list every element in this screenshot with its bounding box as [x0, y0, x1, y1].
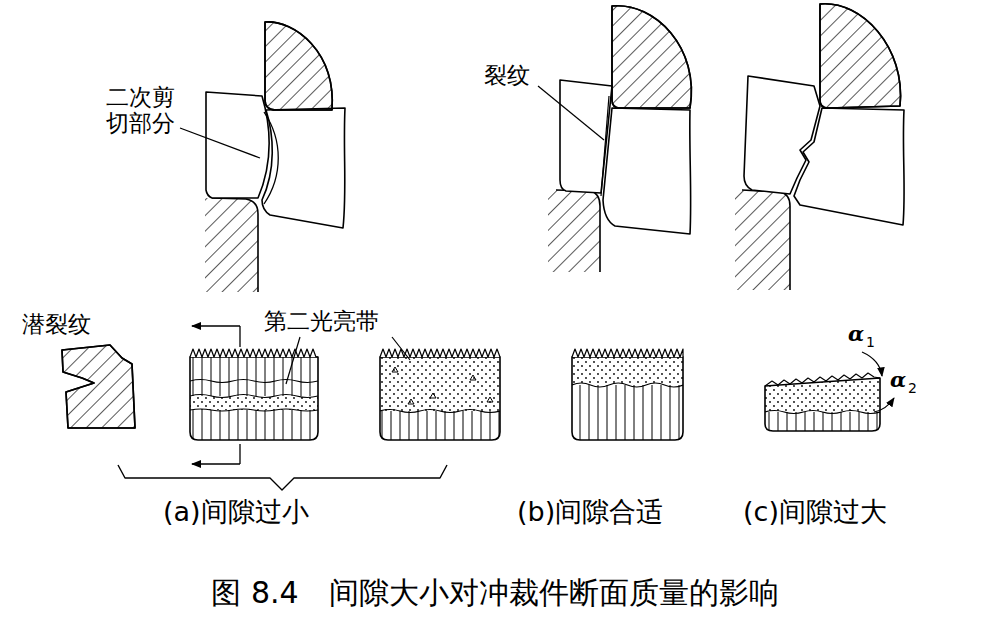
surface-band — [572, 357, 683, 385]
part-label: 潜裂纹 — [22, 311, 91, 337]
fracture-section — [380, 349, 500, 440]
section-arrow — [192, 463, 240, 464]
angle-arc — [874, 398, 894, 412]
profile — [62, 345, 135, 428]
fracture-mark — [470, 375, 476, 380]
crack — [601, 96, 609, 196]
subfigure-label: (a)间隙过小 — [163, 496, 309, 527]
surface-band — [380, 357, 500, 411]
section-line — [239, 326, 240, 347]
latent-crack-profile — [62, 345, 135, 428]
band-boundary — [572, 383, 683, 387]
band-boundary — [190, 409, 318, 411]
surface-band — [765, 412, 880, 432]
section-outline — [380, 357, 500, 440]
die — [735, 190, 790, 290]
subfigure-label: (b)间隙合适 — [517, 496, 663, 527]
burr — [572, 349, 683, 357]
surface-band — [190, 381, 318, 396]
secondary-shear — [264, 112, 278, 204]
part-label: 二次剪切部分 — [106, 84, 180, 137]
fracture-section — [190, 349, 318, 440]
angle-subscript: 1 — [866, 334, 875, 350]
sheet-part — [206, 92, 269, 198]
shearing-large-clearance — [735, 4, 904, 290]
fracture-section — [572, 349, 683, 440]
sheet-part — [744, 76, 820, 194]
surface-band — [190, 396, 318, 410]
angle-arc — [862, 352, 882, 376]
leader-line — [180, 128, 260, 158]
die-edge — [556, 190, 600, 272]
punch-outline — [612, 6, 691, 108]
punch-outline — [820, 4, 901, 108]
section-marker — [118, 326, 447, 490]
shearing-proper-clearance — [538, 6, 691, 272]
punch — [612, 6, 691, 108]
band-boundary — [190, 380, 318, 383]
band-boundary — [190, 395, 318, 398]
angle-symbol: α — [890, 368, 906, 392]
figure-caption: 图 8.4 间隙大小对冲裁件断面质量的影响 — [0, 576, 990, 611]
die — [548, 190, 600, 272]
burr — [380, 349, 500, 357]
fracture-mark — [430, 393, 436, 398]
die — [205, 198, 258, 292]
subfigure-label: (c)间隙过大 — [743, 496, 887, 527]
punch — [265, 22, 332, 110]
fracture-mark — [408, 399, 414, 404]
fracture-section — [765, 352, 894, 432]
section-outline — [765, 378, 880, 431]
band-boundary — [380, 410, 500, 413]
section-outline — [572, 357, 683, 440]
die-edge — [212, 198, 258, 292]
angle-subscript: 2 — [908, 380, 917, 396]
fracture-mark — [392, 367, 398, 372]
sheet-part — [603, 108, 691, 234]
shearing-small-clearance — [180, 22, 345, 292]
fracture-mark — [487, 397, 493, 402]
burr — [190, 349, 318, 357]
sheet-part — [560, 80, 612, 193]
surface-band — [380, 411, 500, 440]
leader-line — [286, 337, 300, 384]
angle-symbol: α — [848, 322, 864, 346]
surface-band — [190, 410, 318, 440]
burr — [765, 373, 880, 386]
punch-outline — [265, 22, 332, 110]
leader-line — [392, 337, 410, 360]
section-line — [239, 444, 240, 464]
section-outline — [190, 357, 318, 440]
surface-band — [572, 385, 683, 440]
part-label: 裂纹 — [484, 62, 530, 88]
die-edge — [742, 190, 790, 290]
leader-line — [538, 86, 604, 140]
part-label: 第二光亮带 — [264, 308, 379, 334]
section-arrow — [192, 325, 240, 326]
profile-outline — [62, 345, 135, 428]
surface-band — [190, 357, 318, 381]
sheet-part — [262, 108, 345, 228]
bracket — [118, 465, 447, 490]
punch — [820, 4, 901, 108]
band-boundary — [765, 411, 880, 414]
